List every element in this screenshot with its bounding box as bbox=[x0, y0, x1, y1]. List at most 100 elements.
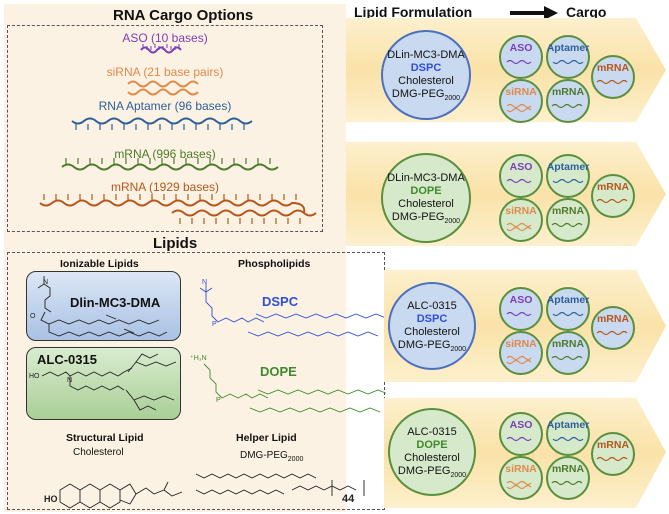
formulation-2-peg-text: DMG-PEG bbox=[391, 211, 445, 223]
svg-text:P: P bbox=[212, 321, 217, 328]
sirna-strand-top bbox=[127, 80, 199, 88]
formulation-3-peg: DMG-PEG2000 bbox=[388, 339, 476, 356]
row3-aptamer-chip bbox=[546, 287, 590, 331]
cholesterol-label: Cholesterol bbox=[73, 447, 124, 458]
row2-aso-label: ASO bbox=[509, 161, 533, 173]
svg-text:44: 44 bbox=[342, 493, 355, 505]
right-arrow-icon bbox=[510, 6, 558, 20]
row3-mrna-right-label: mRNA bbox=[596, 313, 630, 325]
svg-text:HO: HO bbox=[29, 373, 40, 380]
formulation-1-peg-sub: 2000 bbox=[444, 95, 461, 103]
row1-aso-chip bbox=[499, 35, 543, 79]
row2-aptamer-chip bbox=[546, 154, 590, 198]
formulation-2-peg-sub: 2000 bbox=[444, 218, 461, 226]
mrna-996-label: mRNA (996 bases) bbox=[114, 147, 216, 161]
alc-0315-label: ALC-0315 bbox=[37, 352, 97, 367]
row1-mrna-chip bbox=[546, 79, 590, 123]
row4-aso-chip bbox=[499, 412, 543, 456]
formulation-4-ionizable: ALC-0315 bbox=[407, 426, 457, 438]
row3-sirna-chip bbox=[499, 331, 543, 375]
mrna-996-strand bbox=[61, 163, 279, 171]
row4-aptamer-chip bbox=[546, 412, 590, 456]
row1-aso-label: ASO bbox=[509, 42, 533, 54]
sirna-label: siRNA (21 base pairs) bbox=[106, 65, 224, 79]
ionizable-lipid-structures: O N HO N bbox=[29, 276, 177, 411]
row3-aso-label: ASO bbox=[509, 294, 533, 306]
mrna-1929-label: mRNA (1929 bases) bbox=[110, 180, 220, 194]
dmg-peg-sub: 2000 bbox=[287, 456, 304, 463]
dope-label: DOPE bbox=[260, 364, 297, 379]
formulation-2-peg: DMG-PEG2000 bbox=[381, 211, 471, 228]
formulation-1-text: DLin-MC3-DMA DSPC Cholesterol DMG-PEG200… bbox=[381, 49, 471, 105]
row3-aptamer-label: Aptamer bbox=[546, 294, 590, 306]
lipids-title: Lipids bbox=[153, 235, 198, 252]
lipid-formulation-header: Lipid Formulation bbox=[354, 4, 473, 20]
rna-cargo-title: RNA Cargo Options bbox=[113, 7, 254, 24]
rna-strands-graphic bbox=[39, 44, 317, 224]
formulation-2-circle bbox=[381, 153, 471, 243]
row4-mrna-right-chip bbox=[591, 432, 635, 476]
helper-lipid-title: Helper Lipid bbox=[236, 432, 297, 444]
row2-aso-chip bbox=[499, 154, 543, 198]
svg-text:O: O bbox=[30, 313, 36, 320]
formulation-2-ionizable: DLin-MC3-DMA bbox=[387, 172, 465, 184]
formulation-4-peg-sub: 2000 bbox=[450, 472, 467, 480]
formulation-2-text: DLin-MC3-DMA DOPE Cholesterol DMG-PEG200… bbox=[381, 172, 471, 228]
row1-aptamer-chip bbox=[546, 35, 590, 79]
row1-aptamer-label: Aptamer bbox=[546, 42, 590, 54]
formulation-1-ionizable: DLin-MC3-DMA bbox=[387, 49, 465, 61]
row4-sirna-chip bbox=[499, 456, 543, 500]
structural-lipid-title: Structural Lipid bbox=[66, 432, 144, 444]
row4-mrna-chip bbox=[546, 456, 590, 500]
cholesterol-structure: HO bbox=[44, 481, 183, 509]
dmg-peg-structure: 44 bbox=[195, 473, 365, 505]
row1-mrna-label: mRNA bbox=[551, 86, 585, 98]
formulation-1-cholesterol: Cholesterol bbox=[398, 75, 454, 87]
row1-sirna-chip bbox=[499, 79, 543, 123]
aso-strand bbox=[140, 46, 182, 54]
formulation-3-peg-text: DMG-PEG bbox=[397, 339, 451, 351]
sirna-strand-bottom bbox=[127, 88, 199, 96]
svg-text:P: P bbox=[216, 397, 221, 404]
svg-text:HO: HO bbox=[44, 494, 58, 504]
phospholipids-title: Phospholipids bbox=[238, 258, 311, 270]
formulation-4-peg: DMG-PEG2000 bbox=[388, 465, 476, 482]
formulation-3-cholesterol: Cholesterol bbox=[404, 326, 460, 338]
mrna-1929-strand-a bbox=[39, 199, 306, 214]
formulation-3-circle bbox=[388, 282, 476, 370]
mrna-996-ticks bbox=[65, 158, 271, 164]
formulation-1-phospholipid: DSPC bbox=[410, 62, 442, 74]
alc-0315-box bbox=[26, 347, 181, 420]
dspc-label: DSPC bbox=[262, 294, 299, 309]
row4-aso-label: ASO bbox=[509, 419, 533, 431]
formulation-4-circle bbox=[388, 408, 476, 496]
row1-mrna-right-label: mRNA bbox=[596, 62, 630, 74]
formulation-1-peg-text: DMG-PEG bbox=[391, 88, 445, 100]
formulation-4-peg-text: DMG-PEG bbox=[397, 465, 451, 477]
rna-cargo-dashed-box bbox=[7, 25, 323, 232]
formulation-1-peg: DMG-PEG2000 bbox=[381, 88, 471, 105]
svg-text:⁺H₃N: ⁺H₃N bbox=[190, 355, 207, 362]
row3-aso-chip bbox=[499, 287, 543, 331]
dmg-peg-label: DMG-PEG2000 bbox=[240, 450, 303, 463]
row2-mrna-chip bbox=[546, 198, 590, 242]
row3-mrna-right-chip bbox=[591, 306, 635, 350]
mrna-1929-ticks bbox=[43, 194, 301, 224]
row3-mrna-chip bbox=[546, 331, 590, 375]
aso-label: ASO (10 bases) bbox=[122, 31, 208, 45]
row2-mrna-right-chip bbox=[591, 174, 635, 218]
row2-aptamer-label: Aptamer bbox=[546, 161, 590, 173]
formulation-3-ionizable: ALC-0315 bbox=[407, 300, 457, 312]
dmg-peg-text: DMG-PEG bbox=[240, 450, 288, 461]
formulation-1-circle bbox=[381, 30, 471, 120]
svg-text:N: N bbox=[202, 279, 207, 286]
row3-sirna-label: siRNA bbox=[505, 338, 537, 350]
row4-sirna-label: siRNA bbox=[505, 463, 537, 475]
row3-mrna-label: mRNA bbox=[551, 338, 585, 350]
aptamer-ticks bbox=[75, 124, 245, 130]
aptamer-label: RNA Aptamer (96 bases) bbox=[98, 99, 232, 113]
row2-sirna-chip bbox=[499, 198, 543, 242]
row2-mrna-right-label: mRNA bbox=[596, 181, 630, 193]
row4-mrna-right-label: mRNA bbox=[596, 439, 630, 451]
